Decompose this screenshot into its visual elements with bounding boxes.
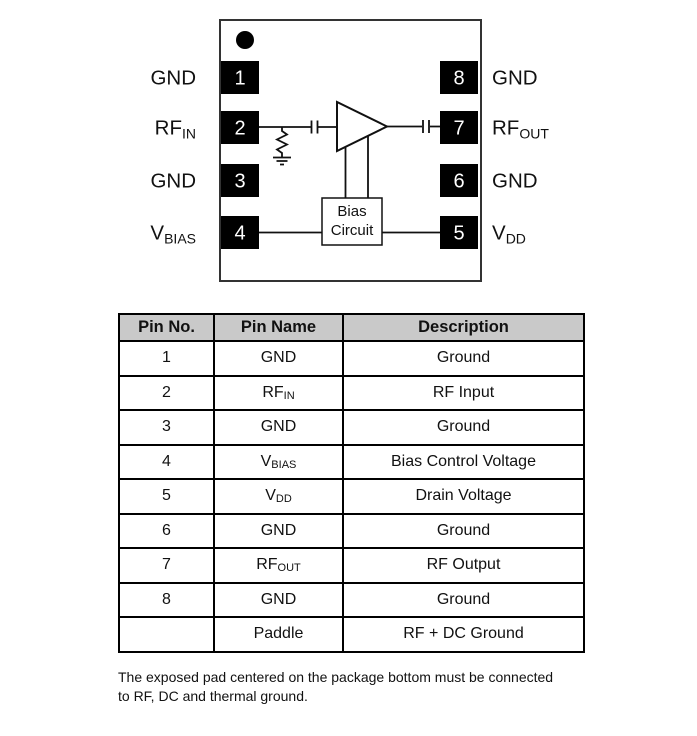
pin-name-cell: GND xyxy=(213,409,344,446)
pin1-marker-dot xyxy=(236,31,254,49)
pin-5-pad xyxy=(440,216,478,249)
bias-circuit-label-line1: Bias xyxy=(337,203,366,220)
pin-3-pad xyxy=(221,164,259,197)
description-cell: Ground xyxy=(342,512,585,549)
pin-name-cell: RFIN xyxy=(213,374,344,411)
table-row: 3 GND Ground xyxy=(118,409,585,446)
pin-8-number: 8 xyxy=(453,68,464,90)
pin-no-cell xyxy=(118,616,215,653)
bias-circuit-box xyxy=(321,197,383,246)
table-row: 6 GND Ground xyxy=(118,512,585,549)
pin-no-cell: 1 xyxy=(118,340,215,377)
bias-circuit-label-line2: Circuit xyxy=(331,222,374,239)
ground-icon xyxy=(273,156,291,166)
pin-3-label: GND xyxy=(150,170,196,193)
description-cell: Ground xyxy=(342,409,585,446)
pin-no-cell: 3 xyxy=(118,409,215,446)
description-cell: Drain Voltage xyxy=(342,478,585,515)
pin-name-cell: Paddle xyxy=(213,616,344,653)
pin-8-label: GND xyxy=(492,67,538,90)
pin-description-table: Pin No. Pin Name Description 1 GND Groun… xyxy=(118,313,585,653)
column-header-description: Description xyxy=(342,313,585,342)
table-row: 7 RFOUT RF Output xyxy=(118,547,585,584)
description-cell: Ground xyxy=(342,340,585,377)
pin-1-label: GND xyxy=(150,67,196,90)
exposed-pad-footnote: The exposed pad centered on the package … xyxy=(118,669,554,704)
pin-no-cell: 5 xyxy=(118,478,215,515)
table-row: 2 RFIN RF Input xyxy=(118,374,585,411)
pin-4-label: VBIAS xyxy=(150,222,196,247)
pin-4-pad xyxy=(221,216,259,249)
column-header-pin-no: Pin No. xyxy=(118,313,215,342)
pin-2-label: RFIN xyxy=(155,117,196,142)
pin-no-cell: 4 xyxy=(118,443,215,480)
description-cell: Ground xyxy=(342,581,585,618)
column-header-pin-name: Pin Name xyxy=(213,313,344,342)
pin-7-pad xyxy=(440,111,478,144)
pin-6-number: 6 xyxy=(453,171,464,193)
table-row: 1 GND Ground xyxy=(118,340,585,377)
pin-no-cell: 7 xyxy=(118,547,215,584)
resistor-icon xyxy=(274,127,290,157)
output-capacitor-icon xyxy=(422,120,430,133)
pin-name-cell: VDD xyxy=(213,478,344,515)
table-row: 4 VBIAS Bias Control Voltage xyxy=(118,443,585,480)
pin-name-cell: GND xyxy=(213,581,344,618)
pin-no-cell: 6 xyxy=(118,512,215,549)
pin-8-pad xyxy=(440,61,478,94)
pin-5-number: 5 xyxy=(453,223,464,245)
pin-6-label: GND xyxy=(492,170,538,193)
pin-2-number: 2 xyxy=(234,118,245,140)
pin-2-pad xyxy=(221,111,259,144)
pin-name-cell: GND xyxy=(213,340,344,377)
description-cell: RF + DC Ground xyxy=(342,616,585,653)
table-header-row: Pin No. Pin Name Description xyxy=(118,313,585,342)
amp-to-bias-wires xyxy=(344,136,369,198)
table-row: Paddle RF + DC Ground xyxy=(118,616,585,653)
table-row: 8 GND Ground xyxy=(118,581,585,618)
pin-1-number: 1 xyxy=(234,68,245,90)
table-row: 5 VDD Drain Voltage xyxy=(118,478,585,515)
pin-5-label: VDD xyxy=(492,222,526,247)
pin-7-label: RFOUT xyxy=(492,117,549,142)
description-cell: RF Input xyxy=(342,374,585,411)
pin-name-cell: VBIAS xyxy=(213,443,344,480)
pin-7-number: 7 xyxy=(453,118,464,140)
pin-no-cell: 2 xyxy=(118,374,215,411)
description-cell: Bias Control Voltage xyxy=(342,443,585,480)
description-cell: RF Output xyxy=(342,547,585,584)
pin-no-cell: 8 xyxy=(118,581,215,618)
pin-4-number: 4 xyxy=(234,223,245,245)
pinout-diagram: 1 2 3 4 8 7 6 5 GND RFIN GND VBIAS GND R… xyxy=(150,19,549,282)
pin-name-cell: RFOUT xyxy=(213,547,344,584)
pin-3-number: 3 xyxy=(234,171,245,193)
pin-name-cell: GND xyxy=(213,512,344,549)
pin-1-pad xyxy=(221,61,259,94)
amplifier-symbol xyxy=(336,100,390,153)
pin-6-pad xyxy=(440,164,478,197)
input-capacitor-icon xyxy=(310,120,319,134)
